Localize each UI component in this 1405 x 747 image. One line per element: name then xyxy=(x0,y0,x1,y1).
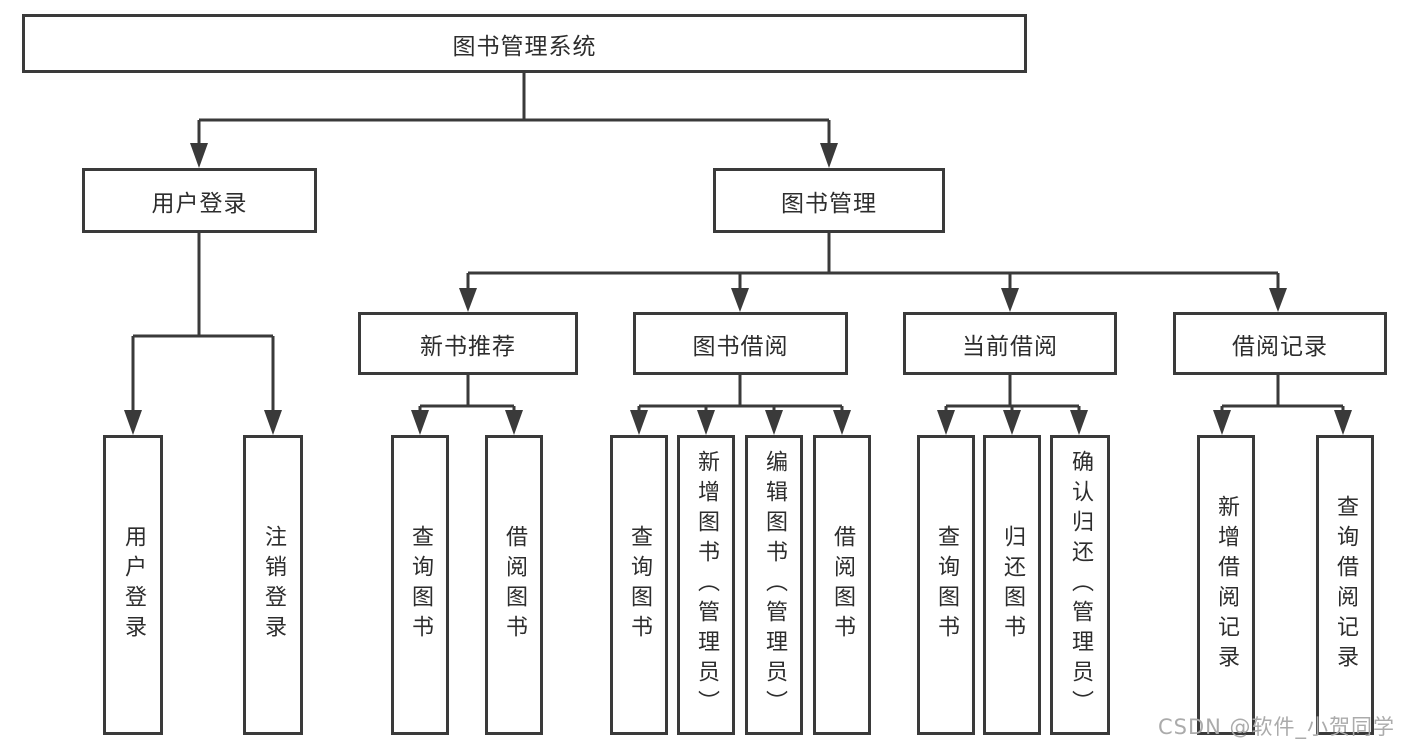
leaf-logout: 注销登录 xyxy=(243,435,303,735)
node-current-borrow: 当前借阅 xyxy=(903,312,1117,375)
node-label: 图书管理 xyxy=(781,190,877,217)
leaf-edit-book-admin: 编辑图书（管理员） xyxy=(745,435,803,735)
leaf-label: 确认归还（管理员） xyxy=(1068,450,1093,720)
node-label: 用户登录 xyxy=(151,190,248,217)
node-label: 图书管理系统 xyxy=(452,33,597,60)
leaf-label: 新增借阅记录 xyxy=(1214,495,1239,675)
leaf-user-login: 用户登录 xyxy=(103,435,163,735)
leaf-label: 新增图书（管理员） xyxy=(694,450,719,720)
leaf-borrow-books: 借阅图书 xyxy=(485,435,543,735)
leaf-label: 借阅图书 xyxy=(502,525,527,645)
node-label: 当前借阅 xyxy=(962,333,1058,360)
leaf-label: 编辑图书（管理员） xyxy=(762,450,787,720)
leaf-label: 借阅图书 xyxy=(830,525,855,645)
csdn-watermark: CSDN @软件_小贺同学 xyxy=(1158,715,1396,739)
leaf-label: 归还图书 xyxy=(1000,525,1025,645)
leaf-label: 查询图书 xyxy=(627,525,652,645)
node-root-system: 图书管理系统 xyxy=(22,14,1027,73)
leaf-query-books: 查询图书 xyxy=(610,435,668,735)
leaf-label: 查询图书 xyxy=(934,525,959,645)
leaf-label: 注销登录 xyxy=(261,525,286,645)
leaf-label: 用户登录 xyxy=(121,525,146,645)
leaf-add-borrow-record: 新增借阅记录 xyxy=(1197,435,1255,735)
node-new-book-recommend: 新书推荐 xyxy=(358,312,578,375)
node-label: 新书推荐 xyxy=(420,333,516,360)
leaf-label: 查询图书 xyxy=(408,525,433,645)
leaf-query-books: 查询图书 xyxy=(391,435,449,735)
node-label: 借阅记录 xyxy=(1232,333,1328,360)
node-book-management: 图书管理 xyxy=(713,168,945,233)
leaf-return-book: 归还图书 xyxy=(983,435,1041,735)
leaf-query-books: 查询图书 xyxy=(917,435,975,735)
node-user-login: 用户登录 xyxy=(82,168,317,233)
node-book-borrow: 图书借阅 xyxy=(633,312,848,375)
node-borrow-records: 借阅记录 xyxy=(1173,312,1387,375)
leaf-borrow-books: 借阅图书 xyxy=(813,435,871,735)
leaf-add-book-admin: 新增图书（管理员） xyxy=(677,435,735,735)
node-label: 图书借阅 xyxy=(692,333,789,360)
arrowhead-icons xyxy=(124,143,1352,435)
leaf-confirm-return-admin: 确认归还（管理员） xyxy=(1050,435,1110,735)
leaf-query-borrow-record: 查询借阅记录 xyxy=(1316,435,1374,735)
leaf-label: 查询借阅记录 xyxy=(1333,495,1358,675)
